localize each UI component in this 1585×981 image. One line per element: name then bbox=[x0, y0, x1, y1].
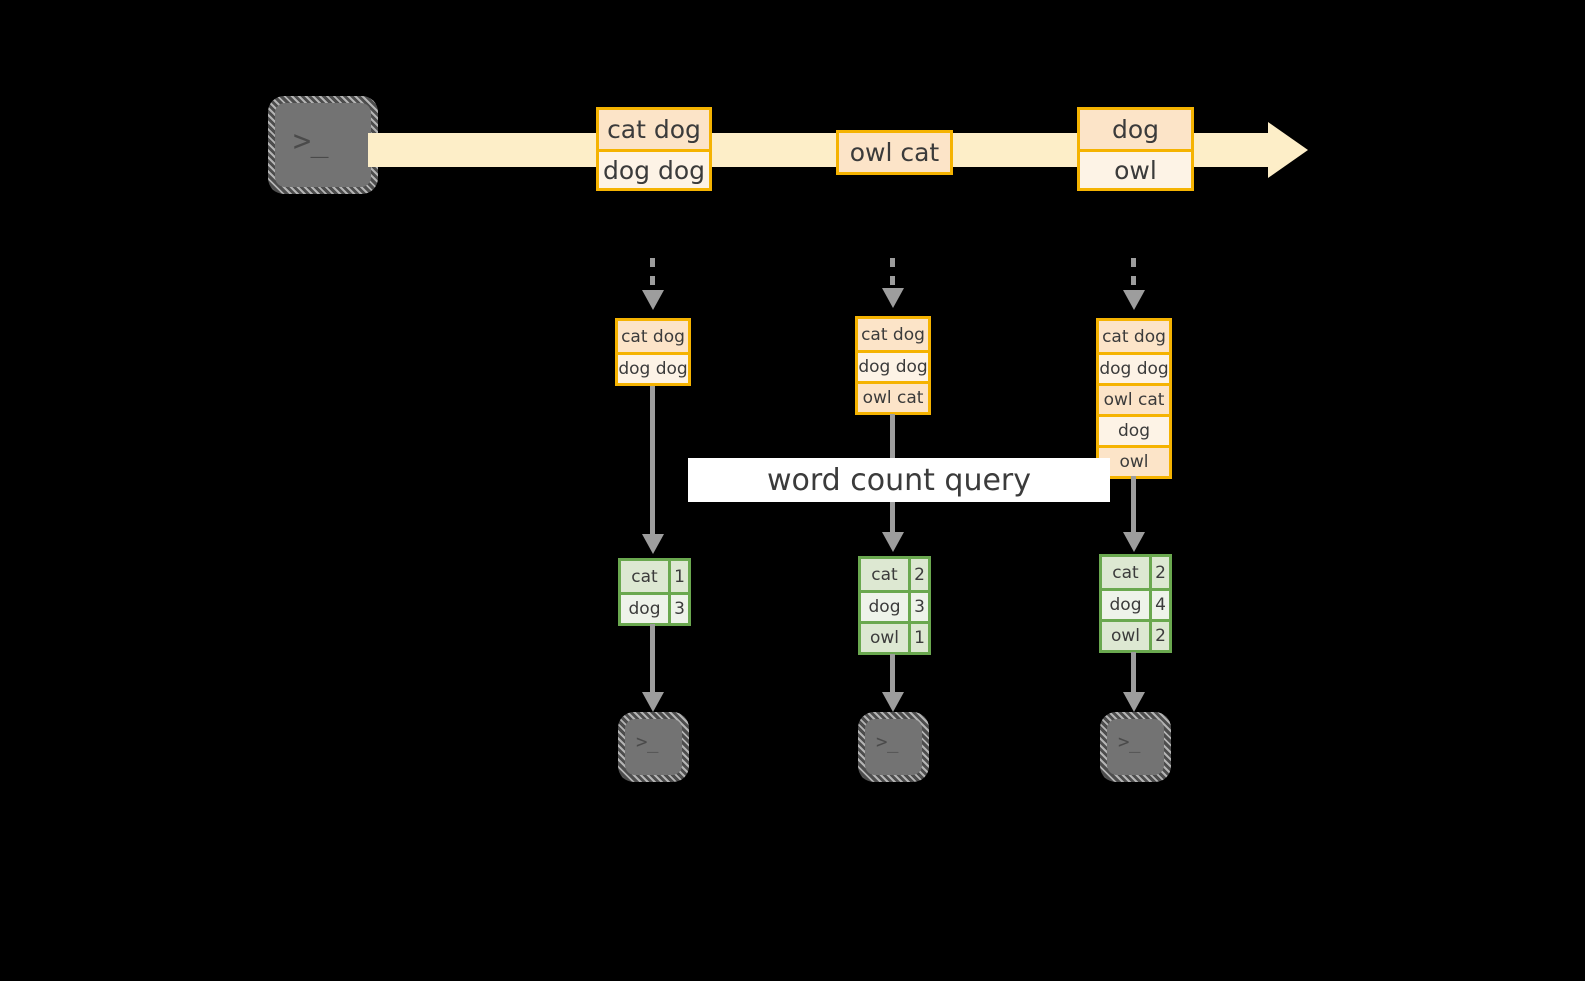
snapshot-tap-arrowhead-1 bbox=[642, 290, 664, 310]
terminal-prompt-glyph: >_ bbox=[293, 124, 329, 159]
snapshot-tap-line-2 bbox=[890, 258, 895, 288]
snapshot-input-line: cat dog bbox=[618, 321, 688, 352]
result-output-arrowhead-2 bbox=[882, 692, 904, 712]
snapshot-result-1: cat 1 dog 3 bbox=[618, 558, 691, 626]
result-word: dog bbox=[1109, 595, 1142, 615]
result-word: cat bbox=[631, 566, 658, 587]
query-flow-line-1 bbox=[650, 386, 655, 534]
snapshot-result-2: cat 2 dog 3 owl 1 bbox=[858, 556, 931, 655]
terminal-screen bbox=[625, 719, 682, 775]
snapshot-input-line: dog dog bbox=[1099, 352, 1169, 383]
result-count: 3 bbox=[908, 593, 928, 621]
result-count: 2 bbox=[908, 559, 928, 590]
result-word: cat bbox=[871, 564, 898, 585]
query-flow-line-3 bbox=[1131, 476, 1136, 532]
snapshot-input-1: cat dog dog dog bbox=[615, 318, 691, 386]
snapshot-tap-line-3 bbox=[1131, 258, 1136, 290]
terminal-prompt-glyph: >_ bbox=[876, 731, 899, 753]
result-word: owl bbox=[1110, 626, 1141, 646]
snapshot-input-line: cat dog bbox=[1099, 321, 1169, 352]
snapshot-input-2: cat dog dog dog owl cat bbox=[855, 316, 931, 415]
result-row: cat 2 bbox=[861, 559, 928, 590]
result-row: dog 3 bbox=[861, 590, 928, 621]
stream-record-3: dog owl bbox=[1077, 107, 1194, 191]
result-row: owl 2 bbox=[1102, 619, 1169, 650]
result-word: dog bbox=[868, 597, 901, 617]
snapshot-input-line: owl cat bbox=[858, 381, 928, 412]
terminal-screen bbox=[275, 103, 371, 187]
snapshot-input-line: owl bbox=[1099, 445, 1169, 476]
snapshot-result-3: cat 2 dog 4 owl 2 bbox=[1099, 554, 1172, 653]
terminal-screen bbox=[1107, 719, 1164, 775]
result-count: 1 bbox=[908, 624, 928, 652]
terminal-screen bbox=[865, 719, 922, 775]
result-row: cat 1 bbox=[621, 561, 688, 592]
result-count: 2 bbox=[1149, 622, 1169, 650]
query-label-text: word count query bbox=[766, 462, 1032, 498]
result-word: cat bbox=[1112, 562, 1139, 583]
result-row: cat 2 bbox=[1102, 557, 1169, 588]
terminal-prompt-glyph: >_ bbox=[636, 731, 659, 753]
result-row: dog 3 bbox=[621, 592, 688, 623]
query-flow-arrowhead-2 bbox=[882, 532, 904, 552]
snapshot-input-3: cat dog dog dog owl cat dog owl bbox=[1096, 318, 1172, 479]
snapshot-input-line: cat dog bbox=[858, 319, 928, 350]
stream-record-1: cat dog dog dog bbox=[596, 107, 712, 191]
stream-record-line: dog bbox=[1080, 110, 1191, 149]
result-output-arrowhead-1 bbox=[642, 692, 664, 712]
terminal-prompt-glyph: >_ bbox=[1118, 731, 1141, 753]
query-flow-arrowhead-1 bbox=[642, 534, 664, 554]
result-count: 4 bbox=[1149, 591, 1169, 619]
result-row: dog 4 bbox=[1102, 588, 1169, 619]
snapshot-tap-arrowhead-2 bbox=[882, 288, 904, 308]
stream-record-line: cat dog bbox=[599, 110, 709, 149]
result-word: dog bbox=[628, 599, 661, 619]
result-output-line-3 bbox=[1131, 652, 1136, 696]
consumer-terminal-icon-3: >_ bbox=[1100, 712, 1171, 782]
producer-terminal-icon: >_ bbox=[268, 96, 378, 194]
result-count: 2 bbox=[1149, 557, 1169, 588]
result-output-arrowhead-3 bbox=[1123, 692, 1145, 712]
result-output-line-1 bbox=[650, 624, 655, 696]
consumer-terminal-icon-1: >_ bbox=[618, 712, 689, 782]
snapshot-input-line: owl cat bbox=[1099, 383, 1169, 414]
snapshot-input-line: dog dog bbox=[858, 350, 928, 381]
result-output-line-2 bbox=[890, 654, 895, 696]
snapshot-tap-arrowhead-3 bbox=[1123, 290, 1145, 310]
snapshot-input-line: dog bbox=[1099, 414, 1169, 445]
result-row: owl 1 bbox=[861, 621, 928, 652]
stream-record-line: owl bbox=[1080, 149, 1191, 188]
stream-record-line: owl cat bbox=[839, 133, 950, 172]
stream-record-line: dog dog bbox=[599, 149, 709, 188]
stream-arrowhead bbox=[1268, 122, 1308, 178]
result-count: 3 bbox=[668, 595, 688, 623]
query-flow-arrowhead-3 bbox=[1123, 532, 1145, 552]
snapshot-input-line: dog dog bbox=[618, 352, 688, 383]
query-label: word count query bbox=[688, 458, 1110, 502]
snapshot-tap-line-1 bbox=[650, 258, 655, 290]
consumer-terminal-icon-2: >_ bbox=[858, 712, 929, 782]
result-count: 1 bbox=[668, 561, 688, 592]
result-word: owl bbox=[869, 628, 900, 648]
stream-record-2: owl cat bbox=[836, 130, 953, 175]
